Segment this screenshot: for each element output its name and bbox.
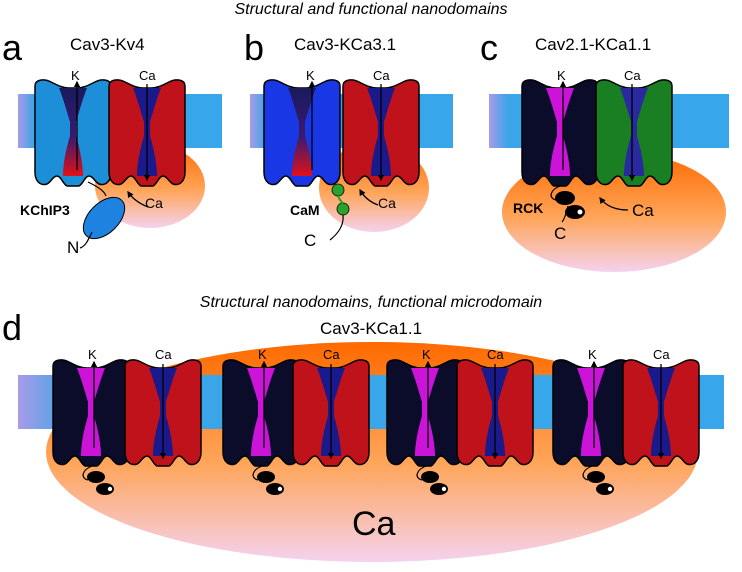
c-terminus-label-b: C: [304, 231, 316, 250]
rck-upper-d4: [587, 471, 605, 483]
ca-channel-label-a: Ca: [139, 68, 156, 83]
ca-microdomain-label: Ca: [352, 505, 396, 543]
c-terminus-tail-b: [329, 214, 344, 241]
rck-domain-lower: [565, 205, 585, 219]
ca-diffusion-arrow-c: [599, 196, 629, 211]
panel-letter-b: b: [244, 27, 264, 68]
k-label-c: K: [557, 68, 566, 83]
ca-bound-dot-d4: [607, 486, 613, 492]
rck-lower-d4: [596, 483, 614, 495]
n-terminus-tail-a: [79, 231, 93, 249]
rck-upper-d1: [87, 471, 105, 483]
channel-pair-4: K Ca: [552, 347, 700, 495]
ca-label-d4: Ca: [653, 347, 670, 362]
rck-linker-c: [550, 185, 561, 201]
ca-bound-dot-d2: [277, 486, 283, 492]
ca-flux-label-c: Ca: [632, 201, 654, 220]
kchip3-subunit: [82, 196, 126, 240]
panel-letter-a: a: [2, 27, 23, 68]
ca-label-d1: Ca: [155, 347, 172, 362]
panel-a: a Cav3-Kv4 K Ca Ca KChIP3 N: [2, 27, 222, 257]
rck-upper-d3: [421, 471, 439, 483]
k-label-d4: K: [588, 347, 597, 362]
ca-channel-label-c: Ca: [624, 68, 641, 83]
bk-channel-d1: [52, 359, 130, 467]
n-terminus-label: N: [67, 238, 79, 257]
cav21-channel: [595, 79, 673, 187]
rck-lower-d2: [266, 483, 284, 495]
ca-label-d2: Ca: [323, 347, 340, 362]
kv4-channel: [34, 79, 112, 187]
channel-pair-3: K Ca: [386, 347, 534, 495]
ca-diffusion-arrow-a: [127, 190, 149, 208]
ca-bound-dot-d3: [441, 486, 447, 492]
ca-label-d3: Ca: [487, 347, 504, 362]
k-label-d3: K: [422, 347, 431, 362]
k-label-d2: K: [258, 347, 267, 362]
cam-lobe-bottom: [336, 202, 350, 216]
rck-label: RCK: [513, 200, 543, 216]
rck-lower-d3: [430, 483, 448, 495]
kchip3-label: KChIP3: [20, 202, 70, 218]
ca-flux-label-b: Ca: [378, 195, 396, 211]
cam-label: CaM: [290, 202, 320, 218]
rck-domain-upper: [555, 191, 575, 205]
cam-lobe-top: [331, 183, 345, 197]
panel-letter-c: c: [480, 27, 498, 68]
kchip-linker-a: [87, 181, 107, 197]
bk-channel-d2: [222, 359, 300, 467]
panel-b: b Cav3-KCa3.1 K Ca Ca CaM C: [244, 27, 453, 250]
k-label-a: K: [71, 68, 80, 83]
k-label-b: K: [306, 68, 315, 83]
rck-linker-d4: [582, 465, 593, 481]
channel-pair-1: K Ca: [52, 347, 202, 495]
ca-channel-label-b: Ca: [373, 68, 390, 83]
panel-d: d Cav3-KCa1.1 K Ca K Ca: [2, 307, 724, 562]
ca-diffusion-arrow-b: [359, 188, 379, 206]
bk-channel-d4: [552, 359, 630, 467]
channel-pair-2: K Ca: [222, 347, 370, 495]
rck-lower-d1: [96, 483, 114, 495]
c-terminus-tail-c: [561, 205, 569, 223]
bk-channel-c: [521, 79, 599, 187]
panel-title-a: Cav3-Kv4: [70, 35, 145, 54]
panel-letter-d: d: [2, 307, 22, 348]
section-title-top: Structural and functional nanodomains: [234, 1, 507, 18]
ca-flux-label-a: Ca: [145, 195, 163, 211]
section-title-bottom: Structural nanodomains, functional micro…: [200, 294, 543, 311]
panel-c: c Cav2.1-KCa1.1 K Ca Ca RCK C: [480, 27, 729, 272]
ca-bound-dot-c: [577, 209, 583, 215]
rck-upper-d2: [257, 471, 275, 483]
kca31-channel: [263, 79, 341, 187]
panel-title-c: Cav2.1-KCa1.1: [535, 35, 651, 54]
k-label-d1: K: [88, 347, 97, 362]
rck-linker-d1: [82, 465, 93, 481]
cam-linker: [337, 195, 344, 204]
rck-linker-d3: [416, 465, 427, 481]
rck-linker-d2: [252, 465, 263, 481]
bk-channel-d3: [386, 359, 464, 467]
c-terminus-label-c: C: [554, 224, 566, 243]
panel-title-b: Cav3-KCa3.1: [294, 35, 396, 54]
panel-title-d: Cav3-KCa1.1: [320, 319, 422, 338]
ca-bound-dot-d1: [107, 486, 113, 492]
